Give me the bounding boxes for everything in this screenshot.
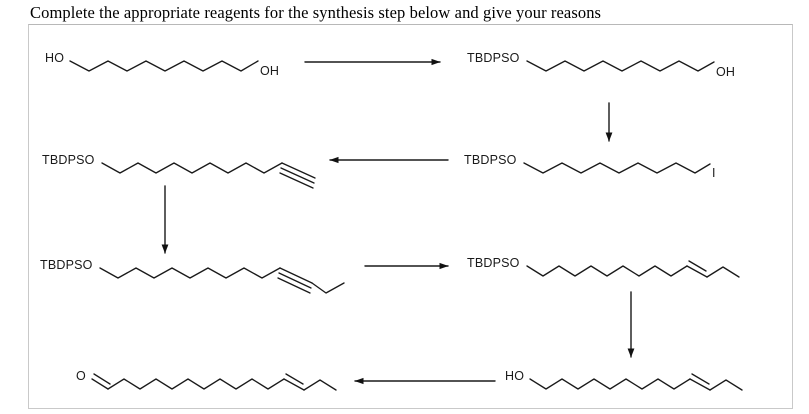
molecule-m1-left-label: HO — [45, 51, 65, 65]
molecule-m3-left-label: TBDPSO — [464, 153, 517, 167]
molecule-m8-left-label: O — [76, 369, 86, 383]
molecule-m2-right-label: OH — [716, 65, 736, 79]
molecule-m2-left-label: TBDPSO — [467, 51, 520, 65]
molecule-m3-right-label: I — [712, 166, 716, 180]
scheme-frame — [28, 24, 793, 409]
question-title: Complete the appropriate reagents for th… — [30, 3, 602, 22]
molecule-m4-left-label: TBDPSO — [42, 153, 95, 167]
molecule-m6-left-label: TBDPSO — [467, 256, 520, 270]
molecule-m5-left-label: TBDPSO — [40, 258, 93, 272]
molecule-m7-left-label: HO — [505, 369, 525, 383]
molecule-m1-right-label: OH — [260, 64, 280, 78]
